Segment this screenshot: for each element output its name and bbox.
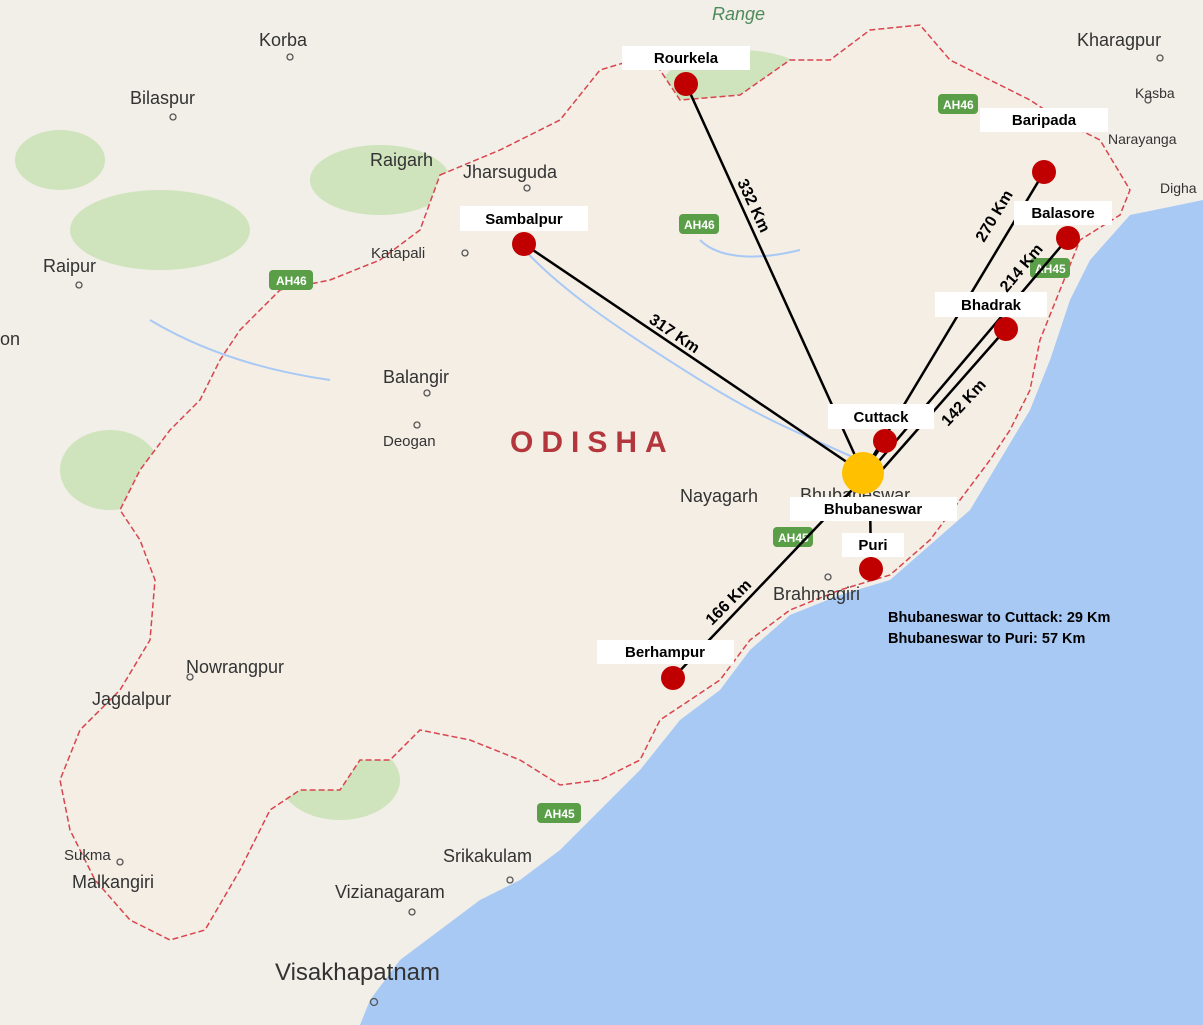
svg-text:Bhubaneswar: Bhubaneswar [824,501,923,518]
kasba-label: Kasba [1135,85,1175,101]
vizianagaram-label: Vizianagaram [335,882,445,902]
highway-shield-ah45-c: AH45 [537,803,581,823]
raigarh-label: Raigarh [370,150,433,170]
note-cuttack-distance: Bhubaneswar to Cuttack: 29 Km [888,610,1110,626]
route-line-bhadrak [873,328,1007,480]
marker-baripada[interactable] [1032,160,1056,184]
marker-rourkela[interactable] [674,72,698,96]
route-line-balasore [867,237,1069,475]
visakhapatnam-label: Visakhapatnam [275,959,440,986]
city-markers [512,72,1080,690]
city-label-sambalpur: Sambalpur [460,206,588,231]
svg-text:Berhampur: Berhampur [625,644,705,661]
marker-bhubaneswar-hub[interactable] [842,452,884,494]
city-label-baripada: Baripada [980,108,1108,132]
city-label-cuttack: Cuttack [828,404,934,429]
marker-sambalpur[interactable] [512,232,536,256]
jharsuguda-label: Jharsuguda [463,162,558,182]
nayagarh-label: Nayagarh [680,486,758,506]
svg-text:AH46: AH46 [684,218,715,232]
svg-text:Rourkela: Rourkela [654,50,719,67]
digha-label: Digha [1160,180,1197,196]
svg-text:Cuttack: Cuttack [853,409,909,426]
kharagpur-label: Kharagpur [1077,30,1161,50]
narayangarh-label: Narayanga [1108,131,1177,147]
city-label-balasore: Balasore [1014,201,1112,225]
marker-balasore[interactable] [1056,226,1080,250]
city-label-puri: Puri [842,533,904,557]
nowrangpur-label: Nowrangpur [186,657,284,677]
sea [360,200,1203,1025]
highway-shield-ah46-a: AH46 [938,94,978,114]
svg-text:AH45: AH45 [1035,262,1066,276]
city-label-berhampur: Berhampur [597,640,734,664]
sukma-label: Sukma [64,847,111,864]
svg-text:AH45: AH45 [778,531,809,545]
city-label-rourkela: Rourkela [622,46,750,70]
range-label: Range [712,4,765,24]
svg-text:AH46: AH46 [943,98,974,112]
svg-text:Sambalpur: Sambalpur [485,211,563,228]
state-border [59,24,1131,941]
jagdalpur-label: Jagdalpur [92,689,171,709]
highway-shield-ah46-b: AH46 [679,214,719,234]
raipur-label: Raipur [43,256,96,276]
city-label-bhadrak: Bhadrak [935,292,1047,317]
route-line-sambalpur [523,242,864,475]
rivers [149,239,881,471]
svg-text:Baripada: Baripada [1012,112,1077,129]
marker-cuttack[interactable] [873,429,897,453]
korba-label: Korba [259,30,308,50]
marker-puri[interactable] [859,557,883,581]
svg-text:AH45: AH45 [544,807,575,821]
brahmagiri-label: Brahmagiri [773,584,860,604]
svg-text:Balasore: Balasore [1031,205,1094,222]
town-dots [75,53,1164,1007]
katapali-label: Katapali [371,245,425,262]
malkangiri-label: Malkangiri [72,872,154,892]
marker-bhadrak[interactable] [994,317,1018,341]
on-label: on [0,329,20,349]
city-label-bhubaneswar: Bhubaneswar [790,497,957,521]
svg-text:Puri: Puri [858,537,887,554]
highway-shield-ah46-c: AH46 [269,270,313,290]
svg-text:AH46: AH46 [276,274,307,288]
marker-berhampur[interactable] [661,666,685,690]
deogan-label: Deogan [383,433,436,450]
note-puri-distance: Bhubaneswar to Puri: 57 Km [888,631,1085,647]
srikakulam-label: Srikakulam [443,846,532,866]
highway-shield-ah45-a: AH45 [1030,258,1070,278]
bilaspur-label: Bilaspur [130,88,195,108]
svg-text:Bhadrak: Bhadrak [961,297,1022,314]
state-name-label: ODISHA [510,426,675,459]
balangir-label: Balangir [383,367,449,387]
